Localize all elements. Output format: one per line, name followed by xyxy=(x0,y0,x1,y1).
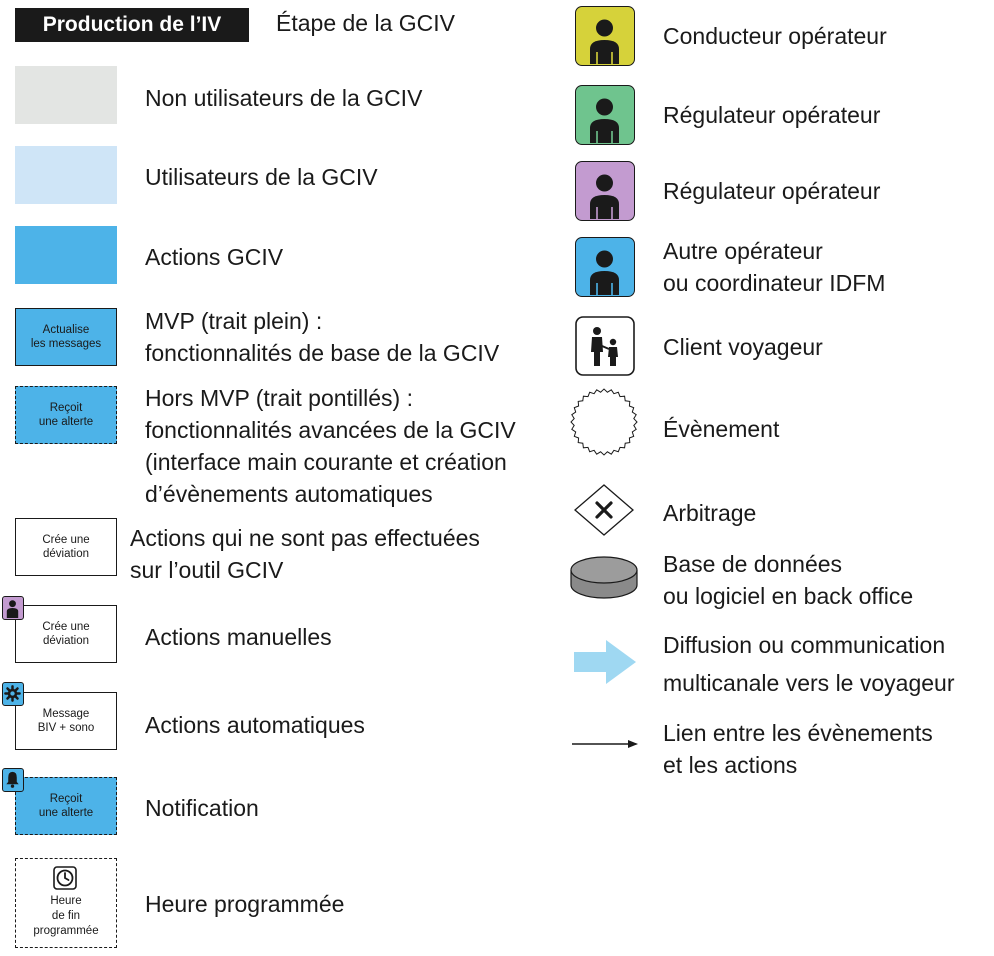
traveler-label: Client voyageur xyxy=(663,334,823,360)
regulator-purple-label: Régulateur opérateur xyxy=(663,178,881,204)
person-icon xyxy=(2,596,24,620)
link-label: Lien entre les évènements et les actions xyxy=(663,720,933,778)
mvp-label: MVP (trait plein) : fonctionnalités de b… xyxy=(145,308,500,366)
burst-icon xyxy=(569,387,639,457)
non-users-label: Non utilisateurs de la GCIV xyxy=(145,85,423,111)
scheduled-sample-box xyxy=(15,858,117,948)
driver-operator-label: Conducteur opérateur xyxy=(663,23,887,49)
other-operator-icon xyxy=(575,237,635,297)
production-badge: Production de l’IV xyxy=(15,8,249,42)
mvp-sample-box: Actualise les messages xyxy=(15,308,117,366)
users-swatch xyxy=(15,146,117,204)
hors-mvp-label: Hors MVP (trait pontillés) : fonctionnal… xyxy=(145,385,516,507)
scheduled-box-text: Heure de fin programmée xyxy=(33,895,99,937)
actions-swatch xyxy=(15,226,117,284)
diamond-x-icon xyxy=(572,482,636,538)
notification-sample-box: Reçoit une alterte xyxy=(15,777,117,835)
hors-mvp-sample-box: Reçoit une alterte xyxy=(15,386,117,444)
regulator-green-label: Régulateur opérateur xyxy=(663,102,881,128)
manual-sample-box: Crée une déviation xyxy=(15,605,117,663)
arbitration-label: Arbitrage xyxy=(663,500,757,526)
automatic-sample-box: Message BIV + sono xyxy=(15,692,117,750)
clock-icon xyxy=(53,866,77,890)
notification-label: Notification xyxy=(145,795,259,821)
gear-icon xyxy=(2,682,24,706)
database-label: Base de données ou logiciel en back offi… xyxy=(663,551,914,609)
scheduled-time-label: Heure programmée xyxy=(145,891,345,917)
stage-label: Étape de la GCIV xyxy=(276,10,455,36)
database-icon xyxy=(568,553,640,603)
other-operator-label: Autre opérateur ou coordinateur IDFM xyxy=(663,238,886,296)
link-arrow-icon xyxy=(572,737,640,749)
bell-icon xyxy=(2,768,24,792)
broadcast-label: Diffusion ou communication multicanale v… xyxy=(663,632,955,696)
offline-sample-box: Crée une déviation xyxy=(15,518,117,576)
traveler-icon xyxy=(575,316,635,376)
non-users-swatch xyxy=(15,66,117,124)
driver-operator-icon xyxy=(575,6,635,66)
regulator-purple-icon xyxy=(575,161,635,221)
broadcast-arrow-icon xyxy=(572,638,638,686)
automatic-actions-label: Actions automatiques xyxy=(145,712,365,738)
regulator-green-icon xyxy=(575,85,635,145)
actions-label: Actions GCIV xyxy=(145,244,284,270)
manual-actions-label: Actions manuelles xyxy=(145,624,332,650)
offline-actions-label: Actions qui ne sont pas effectuées sur l… xyxy=(130,525,480,583)
event-label: Évènement xyxy=(663,416,780,442)
users-label: Utilisateurs de la GCIV xyxy=(145,164,378,190)
